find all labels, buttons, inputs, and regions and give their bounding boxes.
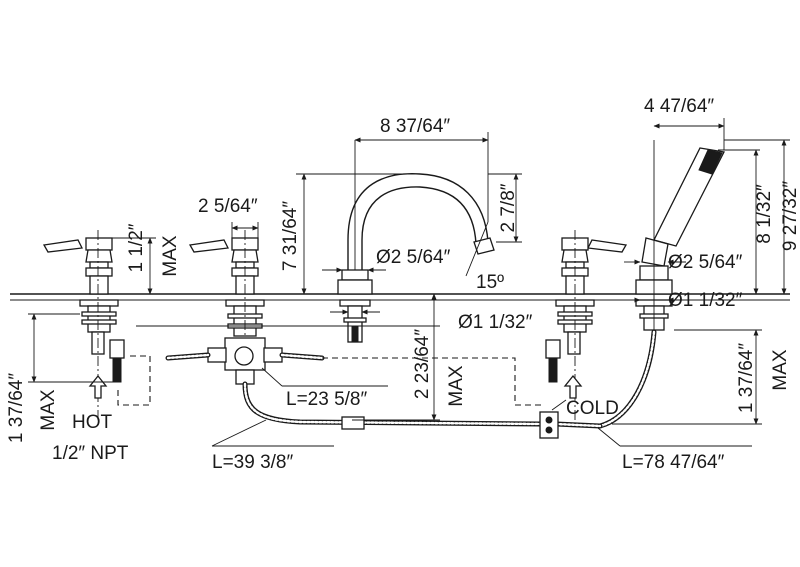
shank-diameter-label: Ø1 1/32″ (458, 312, 533, 333)
hose-short-label: L=23 5/8″ (286, 389, 367, 410)
handle-height-label: 1 1/2″ (126, 223, 147, 272)
hose-coupling (341, 416, 365, 430)
left-deck-handle (188, 237, 265, 337)
spout (337, 173, 495, 343)
handle-height-max-label: MAX (160, 235, 181, 277)
cold-handle-valve (545, 237, 628, 383)
below-deck-right-label: 1 37/64″ (736, 343, 757, 413)
handshower-height-b-label: 9 27/32″ (780, 181, 800, 251)
mixing-valve (207, 337, 283, 385)
hot-label: HOT (72, 412, 113, 433)
diverter-connector (539, 411, 559, 439)
cold-inflow-arrow (563, 374, 583, 399)
spout-height-label: 7 31/64″ (280, 201, 301, 271)
cold-label: COLD (566, 398, 619, 419)
spout-base-diameter-label: Ø2 5/64″ (376, 247, 451, 268)
handle-width-label: 2 5/64″ (198, 196, 258, 217)
below-deck-left-max-label: MAX (38, 389, 59, 431)
hot-handle-valve (42, 237, 125, 383)
hose-mid-label: L=39 3/8″ (212, 452, 293, 473)
spout-reach-label: 8 37/64″ (380, 116, 450, 137)
handshower-reach-label: 4 47/64″ (644, 96, 714, 117)
handshower-shank-diameter-label: Ø1 1/32″ (668, 290, 743, 311)
npt-label: 1/2″ NPT (52, 443, 129, 464)
below-deck-mid-label: 2 23/64″ (412, 329, 433, 399)
handshower-base-diameter-label: Ø2 5/64″ (668, 252, 743, 273)
below-deck-mid-max-label: MAX (446, 365, 467, 407)
below-deck-right-max-label: MAX (770, 349, 791, 391)
below-deck-left-label: 1 37/64″ (6, 373, 27, 443)
spout-drop-label: 2 7/8″ (498, 183, 519, 232)
hot-inflow-arrow (88, 374, 108, 399)
spout-angle-label: 15º (476, 272, 504, 293)
hose-long-label: L=78 47/64″ (622, 452, 725, 473)
handshower-height-a-label: 8 1/32″ (754, 184, 775, 244)
